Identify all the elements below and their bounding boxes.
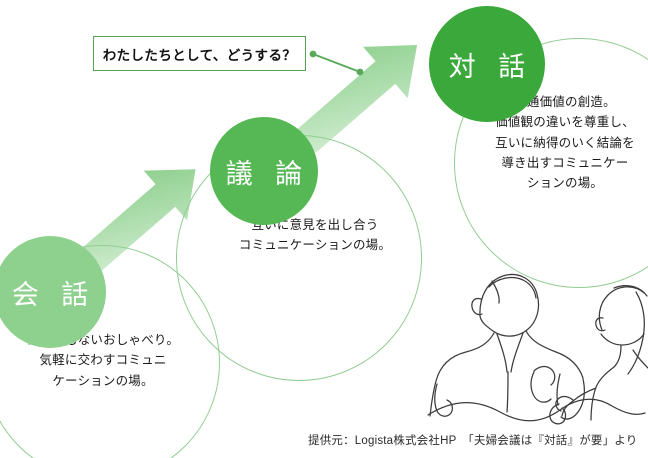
stage-description-taiwa: 共通価値の創造。 価値観の違いを尊重し、 互いに納得のいく結論を 導き出すコミュ… <box>495 95 635 190</box>
callout-connector <box>309 50 364 76</box>
callout-text: わたしたちとして、どうする？ <box>102 47 297 63</box>
stage-description-giron: 互いに意見を出し合う コミュニケーションの場。 <box>238 218 392 253</box>
stage-node-giron: 議 論 <box>210 117 318 225</box>
stage-node-taiwa: 対 話 <box>429 6 545 122</box>
arrow-giron-to-taiwa <box>296 44 418 153</box>
callout-box: わたしたちとして、どうする？ <box>93 36 306 71</box>
stage-node-kaiwa: 会 話 <box>0 236 106 348</box>
source-credit: 提供元：Logista株式会社HP 「夫婦会議は『対話』が要」より <box>308 435 638 447</box>
